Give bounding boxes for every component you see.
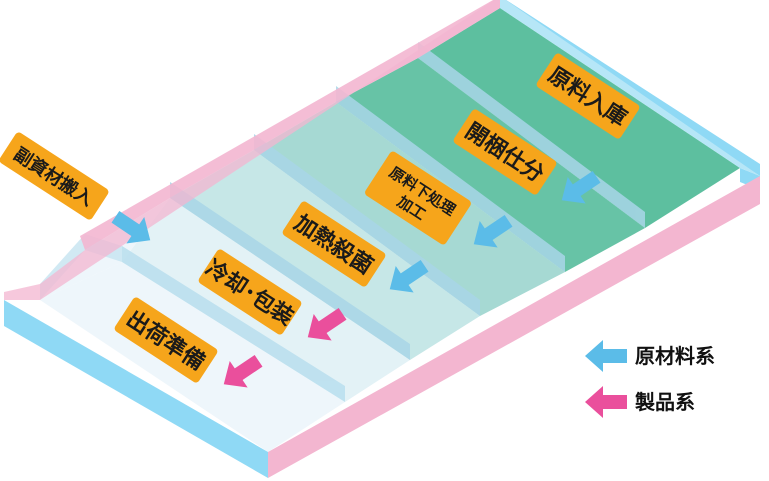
side-entry-arrow-icon xyxy=(111,211,151,244)
partition-wall-5 xyxy=(122,246,345,402)
partition-wall-4 xyxy=(170,182,410,360)
side-entry-arrow xyxy=(111,211,151,244)
raw-flow-arrow-2 xyxy=(473,215,513,248)
front-left-wall xyxy=(4,300,268,478)
raw-flow-arrow-3 xyxy=(389,260,429,293)
legend-product-arrow-icon xyxy=(585,386,627,418)
product-flow-arrow-1 xyxy=(307,308,347,341)
label-preprocessing: 原料下処理 加工 xyxy=(365,151,471,245)
label-side-entry: 副資材搬入 xyxy=(0,132,109,220)
legend-product-label: 製品系 xyxy=(635,390,695,414)
back-wall xyxy=(80,0,500,250)
legend-item-product: 製品系 xyxy=(585,386,695,418)
flow-arrows xyxy=(111,171,601,388)
label-side-entry-bg xyxy=(0,132,109,220)
zone-raw-receiving-floor xyxy=(418,8,740,228)
product-flow-arrow-2-icon xyxy=(223,355,263,388)
front-right-wall xyxy=(268,176,760,478)
label-preprocessing-bg xyxy=(365,151,471,245)
label-heat-sterilization-bg xyxy=(282,201,386,287)
right-rim xyxy=(500,0,760,176)
legend-raw-arrow-icon xyxy=(585,340,627,372)
raw-flow-arrow-1-icon xyxy=(561,171,601,204)
label-raw-receiving-bg xyxy=(536,53,640,139)
legend-raw-label: 原材料系 xyxy=(635,344,715,368)
raw-flow-arrow-1 xyxy=(561,171,601,204)
label-shipping-prep-bg xyxy=(114,297,218,383)
label-cooling-packaging-bg xyxy=(198,249,302,335)
legend: 原材料系 製品系 xyxy=(585,340,715,418)
raw-flow-arrow-3-icon xyxy=(389,260,429,293)
product-flow-arrow-1-icon xyxy=(307,308,347,341)
label-unpacking-bg xyxy=(453,109,557,195)
legend-item-raw: 原材料系 xyxy=(585,340,715,372)
raw-flow-arrow-2-icon xyxy=(473,215,513,248)
product-flow-arrow-2 xyxy=(223,355,263,388)
